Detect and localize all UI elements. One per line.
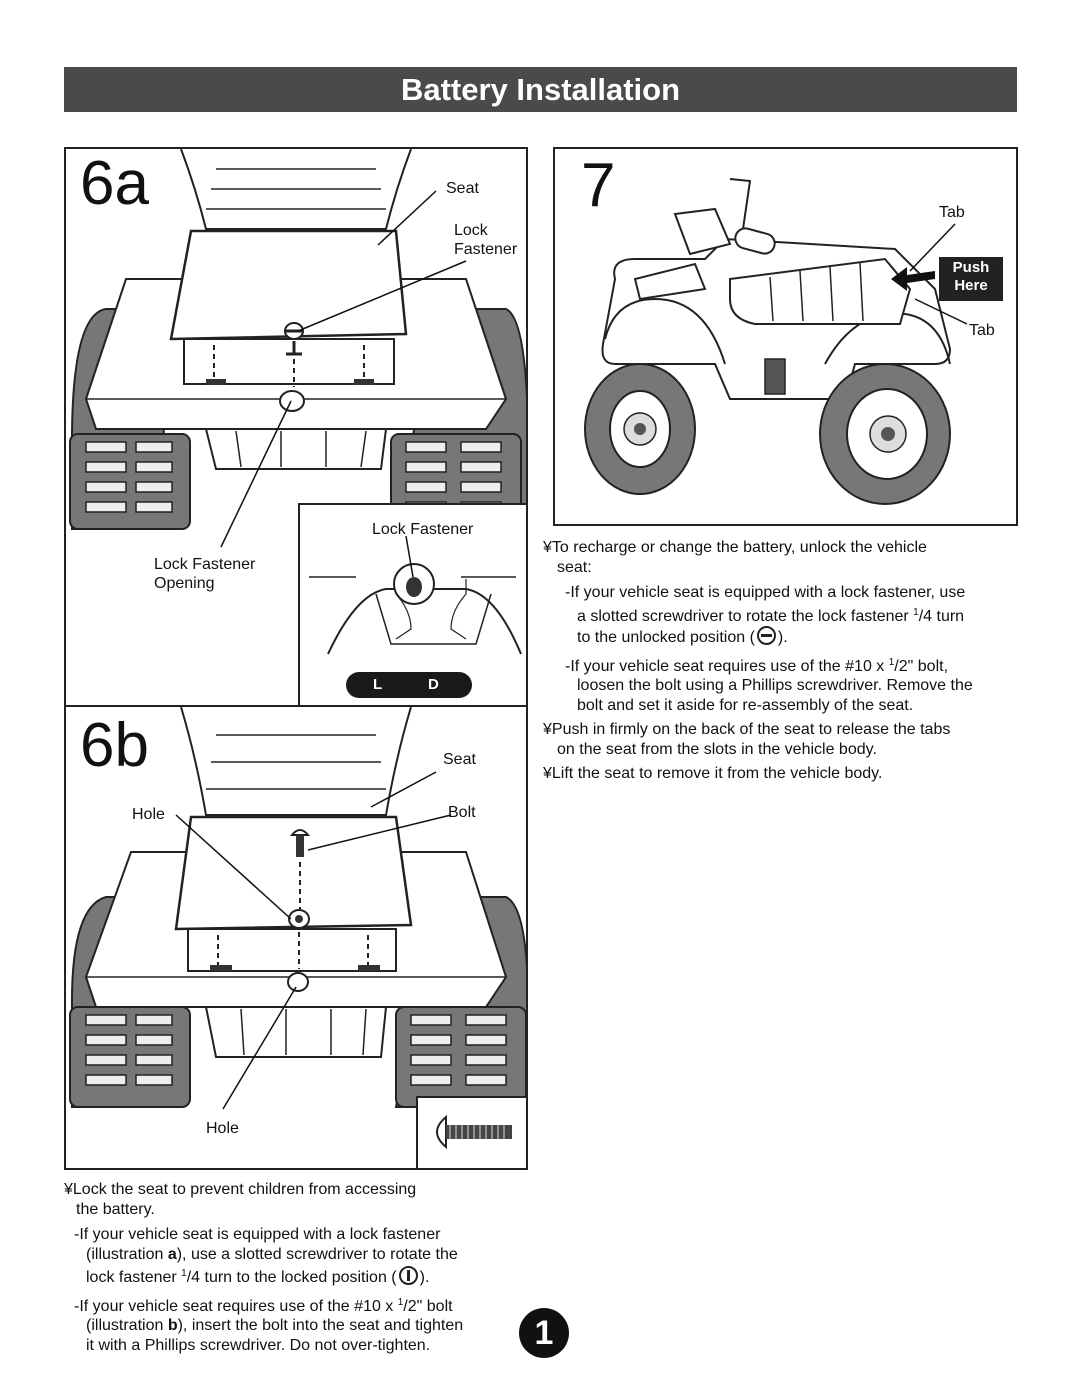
figure-number: 6b	[80, 711, 149, 780]
here-label: Here	[954, 277, 988, 294]
fraction-numerator: 1	[888, 656, 895, 668]
bullet-lock-seat: ¥Lock the seat to prevent children from …	[64, 1181, 417, 1198]
text-segment: -If your vehicle seat requires use of th…	[74, 1297, 398, 1315]
bullet-recharge: ¥To recharge or change the battery, unlo…	[543, 539, 927, 556]
text-segment: ), use a slotted screwdriver to rotate t…	[176, 1245, 458, 1263]
pill-left-letter: L	[373, 676, 383, 693]
figure-6b-illustration	[69, 707, 526, 1168]
dash-lock-fastener-2: a slotted screwdriver to rotate the lock…	[543, 603, 1023, 627]
fraction-numerator: 1	[913, 606, 919, 618]
label-opening-1: Lock Fastener	[154, 556, 256, 573]
figure-number: 6a	[80, 149, 149, 218]
fraction-denominator: /4 turn to the locked position (	[186, 1269, 397, 1286]
label-lock: Lock	[454, 222, 488, 239]
right-instructions: ¥To recharge or change the battery, unlo…	[543, 538, 1023, 784]
label-hole-top: Hole	[132, 806, 165, 823]
text-segment: lock fastener	[86, 1269, 182, 1286]
fraction-numerator: 1	[397, 1296, 404, 1308]
dash-lock-1: -If your vehicle seat is equipped with a…	[74, 1226, 441, 1243]
illustration-letter: a	[167, 1245, 177, 1263]
text-segment: to the unlocked position (	[577, 629, 755, 646]
bullet-push-cont: on the seat from the slots in the vehicl…	[557, 740, 877, 758]
label-fastener: Fastener	[454, 241, 518, 258]
label-hole-bottom: Hole	[206, 1120, 239, 1137]
bullet-lock-seat-cont: the battery.	[76, 1200, 155, 1218]
dash-bolt-2: (illustration b), insert the bolt into t…	[64, 1316, 524, 1336]
dash-bolt-3: it with a Phillips screwdriver. Do not o…	[86, 1336, 431, 1354]
left-instructions: ¥Lock the seat to prevent children from …	[64, 1180, 524, 1355]
dash-lock-2: (illustration a), use a slotted screwdri…	[64, 1245, 524, 1265]
figure-6a-illustration	[69, 149, 526, 705]
fraction-numerator: 1	[181, 1268, 187, 1279]
text-segment: ).	[777, 629, 788, 646]
text-segment: -If your vehicle seat requires use of th…	[565, 657, 889, 675]
push-here-badge: Push Here	[939, 257, 1003, 301]
page-title: Battery Installation	[64, 67, 1017, 112]
figure-7-illustration	[584, 178, 968, 505]
text-segment: (illustration	[86, 1245, 168, 1263]
dash-bolt-1: -If your vehicle seat requires use of th…	[543, 653, 1023, 677]
locked-position-icon	[398, 1266, 418, 1285]
label-seat: Seat	[443, 751, 476, 768]
text-segment: a slotted screwdriver to rotate the lock…	[577, 607, 914, 625]
figure-6a-panel: 6a Seat Lock Fastener Lock Fastener Lock…	[64, 147, 528, 707]
pill-right-letter: D	[428, 676, 439, 693]
label-opening-2: Opening	[154, 575, 215, 592]
illustration-letter: b	[167, 1317, 178, 1334]
dash-lock-fastener-1: -If your vehicle seat is equipped with a…	[565, 584, 966, 601]
fraction-denominator: /2" bolt	[403, 1297, 453, 1315]
text-segment: ).	[419, 1269, 430, 1286]
figure-number: 7	[581, 151, 616, 220]
text-segment: ), insert the bolt into the seat and tig…	[177, 1317, 464, 1334]
page-number: 1	[519, 1308, 569, 1358]
push-label: Push	[952, 259, 990, 276]
bullet-push: ¥Push in firmly on the back of the seat …	[543, 721, 951, 738]
bullet-lift: ¥Lift the seat to remove it from the veh…	[543, 765, 883, 782]
unlocked-position-icon	[756, 626, 776, 645]
dash-bolt-1: -If your vehicle seat requires use of th…	[64, 1293, 524, 1317]
text-segment: (illustration	[86, 1317, 168, 1334]
fraction-denominator: /4 turn	[918, 607, 965, 625]
label-bolt: Bolt	[448, 804, 476, 821]
dash-lock-3: lock fastener 1/4 turn to the locked pos…	[64, 1264, 524, 1288]
label-seat: Seat	[446, 180, 479, 197]
fraction-denominator: /2" bolt,	[894, 657, 949, 675]
lock-dial-pill: L D	[346, 672, 472, 698]
dash-lock-fastener-3: to the unlocked position ().	[543, 626, 1023, 648]
dash-bolt-3: bolt and set it aside for re-assembly of…	[577, 696, 914, 714]
figure-7-panel: 7 Tab Tab Push Here	[553, 147, 1018, 526]
label-tab-top: Tab	[939, 204, 965, 221]
figure-6b-panel: 6b Seat Hole Bolt Hole	[64, 705, 528, 1170]
label-inset-lock-fastener: Lock Fastener	[372, 521, 474, 538]
bullet-recharge-cont: seat:	[557, 558, 592, 576]
label-tab-bottom: Tab	[969, 322, 995, 339]
dash-bolt-2: loosen the bolt using a Phillips screwdr…	[577, 677, 973, 694]
